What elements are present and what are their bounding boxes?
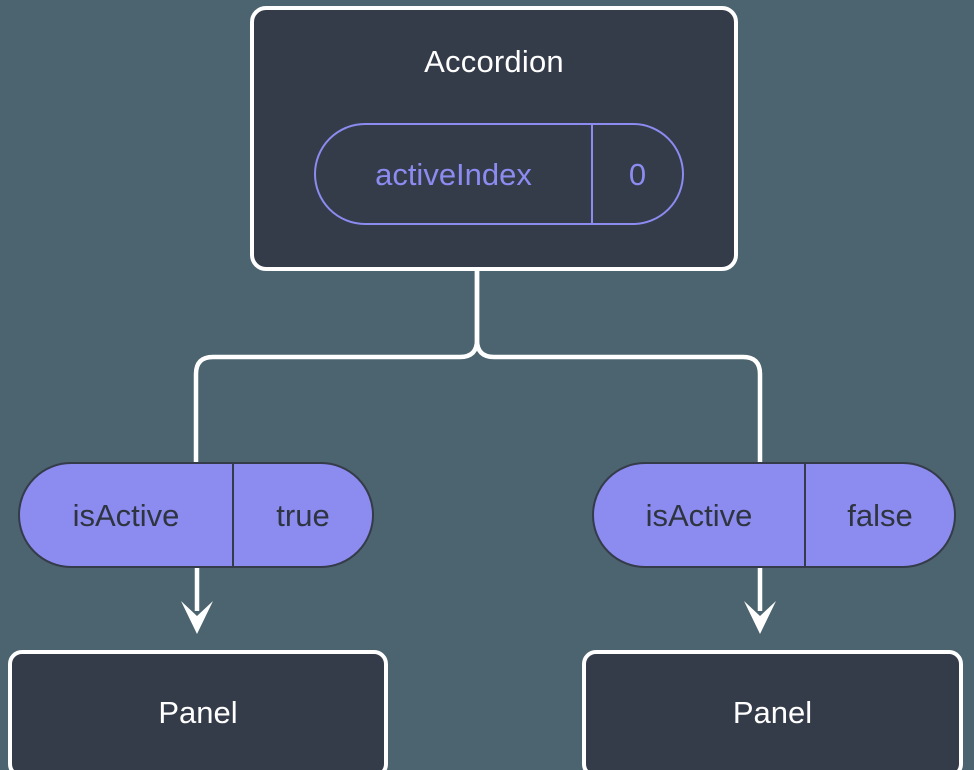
connector-accordion-to-branch-right bbox=[474, 265, 763, 465]
accordion-state-value: 0 bbox=[628, 156, 647, 192]
arrow-head-left-icon bbox=[181, 601, 213, 634]
panel-node-left[interactable]: Panel bbox=[8, 650, 388, 770]
accordion-component-node[interactable]: Accordion activeIndex 0 bbox=[250, 6, 738, 271]
panel-label-left: Panel bbox=[158, 694, 238, 730]
arrow-head-right-icon bbox=[744, 601, 776, 634]
accordion-state-pill[interactable]: activeIndex 0 bbox=[314, 123, 684, 225]
prop-value-left: true bbox=[276, 497, 330, 533]
connector-accordion-to-branches bbox=[193, 265, 480, 465]
accordion-state-key: activeIndex bbox=[316, 125, 593, 223]
prop-pill-isactive-true[interactable]: isActive true bbox=[18, 462, 374, 568]
prop-key-right: isActive bbox=[594, 464, 806, 566]
panel-label-right: Panel bbox=[732, 694, 813, 730]
prop-pill-isactive-false[interactable]: isActive false bbox=[592, 462, 956, 568]
panel-node-right[interactable]: Panel bbox=[582, 650, 963, 770]
prop-key-left: isActive bbox=[20, 464, 234, 566]
accordion-title: Accordion bbox=[424, 44, 564, 79]
prop-value-right: false bbox=[847, 497, 913, 533]
